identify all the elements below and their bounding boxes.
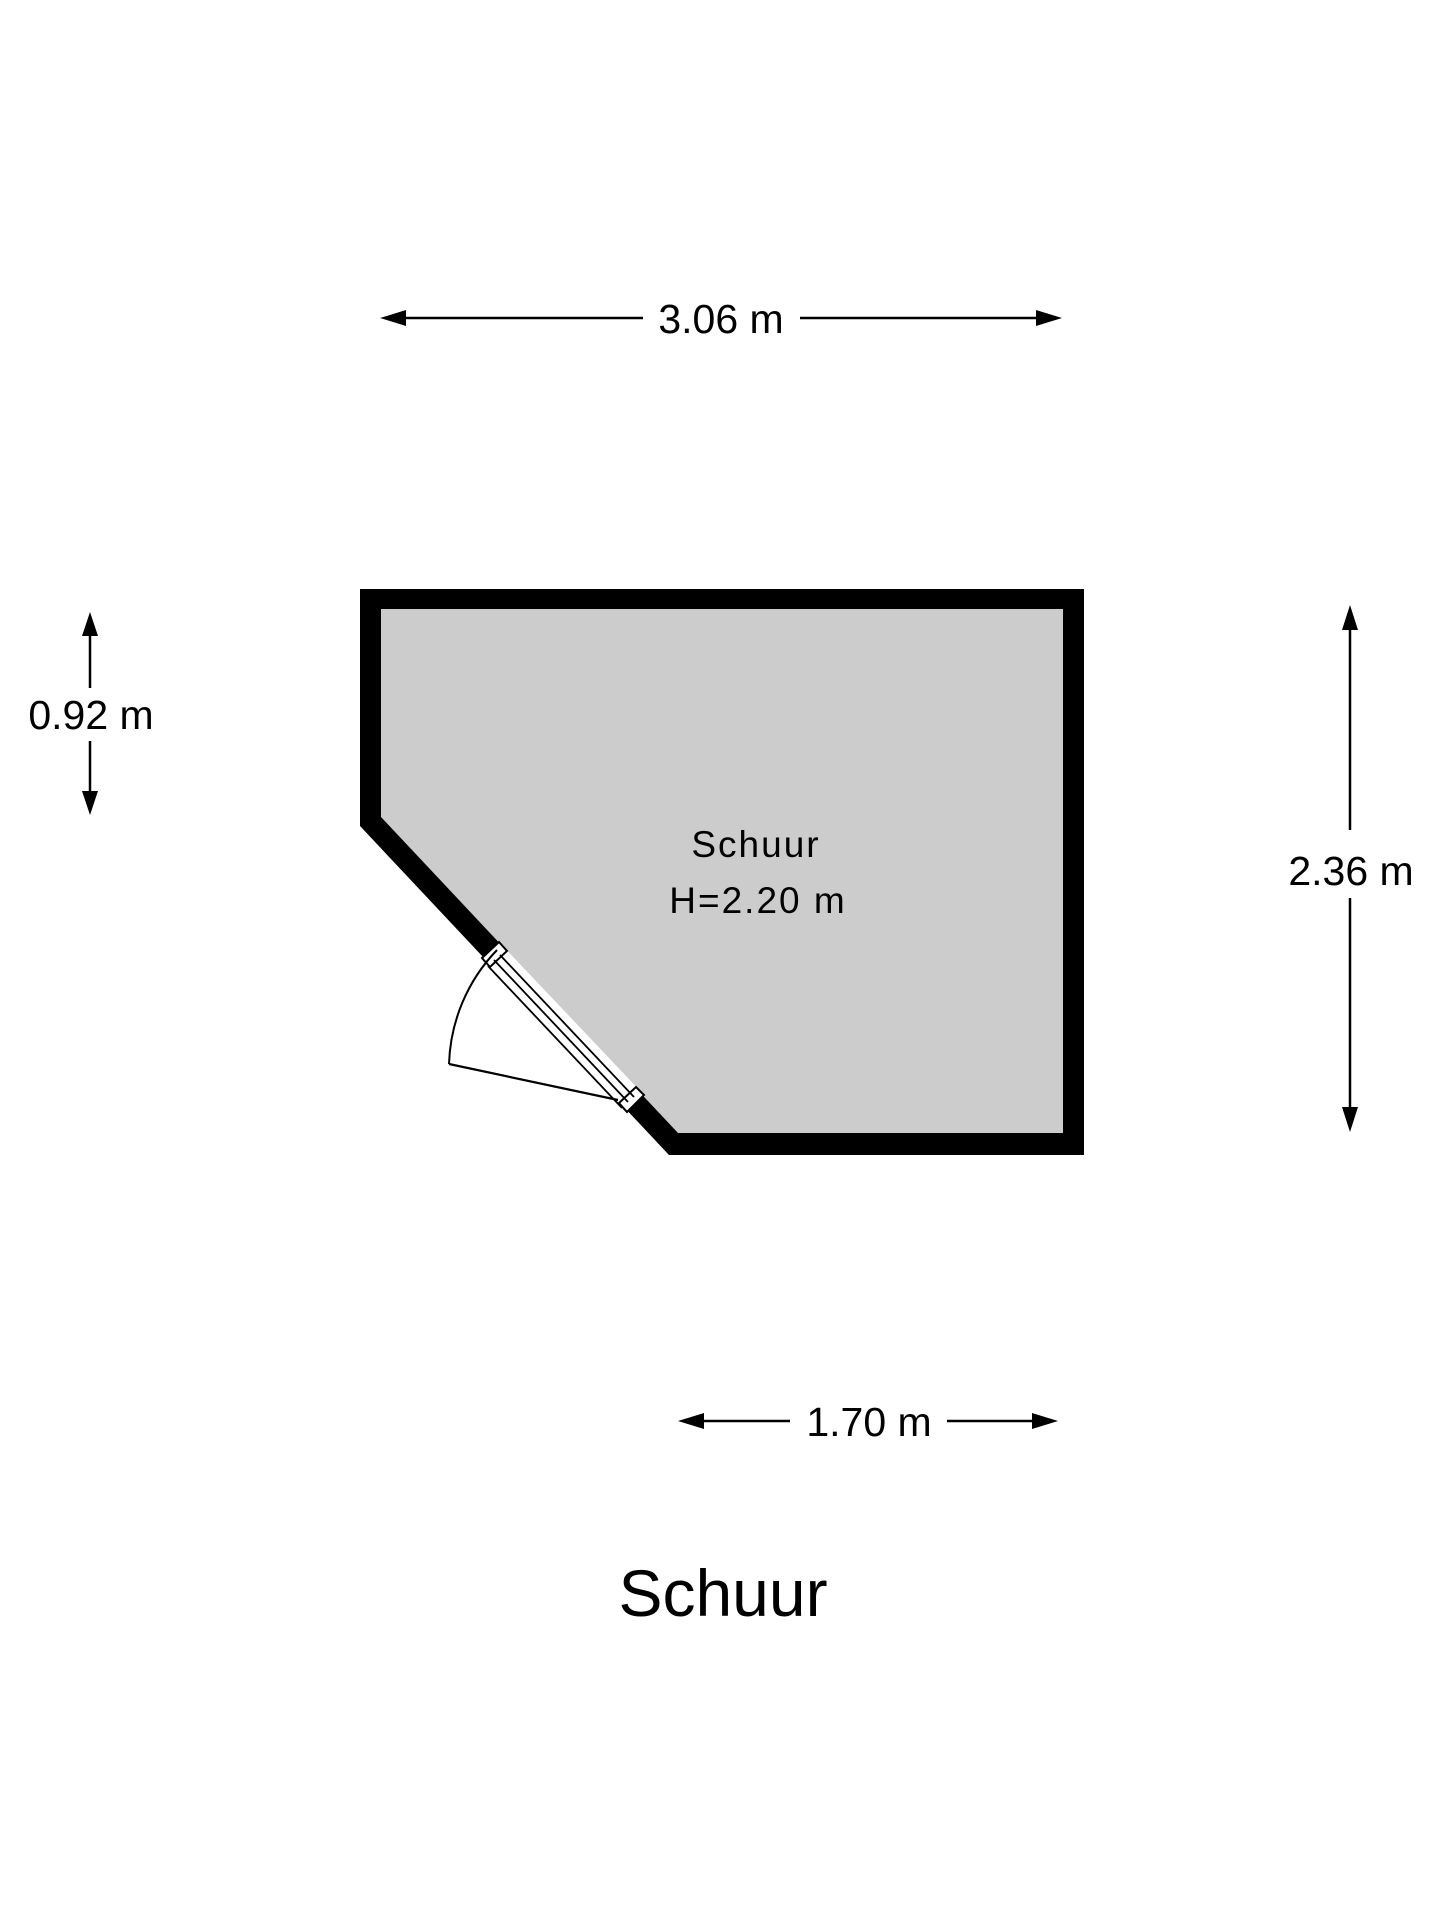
room-height-label: H=2.20 m (669, 880, 846, 921)
door (448, 940, 646, 1114)
dimension-left-height-label: 0.92 m (28, 692, 153, 738)
dimension-right-height: 2.36 m (1288, 605, 1414, 1132)
plan-caption: Schuur (618, 1556, 827, 1630)
dimension-right-height-label: 2.36 m (1288, 848, 1413, 894)
room-floor (381, 609, 1063, 1133)
dimension-top-width: 3.06 m (380, 296, 1062, 342)
dimension-bottom-width: 1.70 m (678, 1399, 1058, 1445)
dimension-top-width-label: 3.06 m (658, 296, 783, 342)
room-name-label: Schuur (691, 824, 820, 865)
door-leaf (448, 1062, 619, 1102)
dimension-left-height: 0.92 m (28, 612, 154, 815)
door-swing-arc (448, 949, 498, 1065)
dimension-bottom-width-label: 1.70 m (806, 1399, 931, 1445)
door-opening (482, 942, 644, 1112)
